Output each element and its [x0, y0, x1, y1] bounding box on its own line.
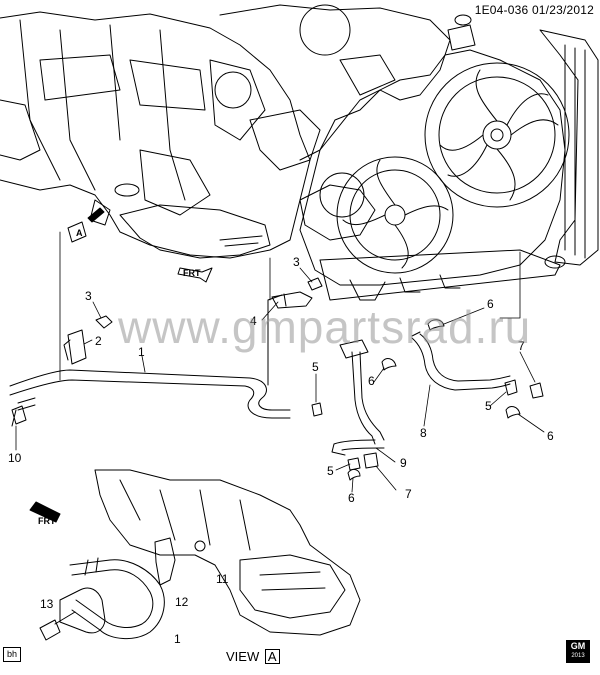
view-caption-ref: A	[264, 649, 280, 664]
corner-tag: bh	[3, 647, 21, 662]
clip-6-top	[427, 319, 445, 331]
callout-6-top: 6	[487, 297, 494, 311]
gm-logo: GM 2013	[566, 640, 590, 663]
fitting-7-bottom	[363, 452, 379, 469]
frt-label-lower: FRT	[38, 516, 56, 526]
fitting-5-right	[504, 379, 518, 396]
bracket-2	[63, 329, 87, 365]
diagram-date: 01/23/2012	[531, 3, 594, 17]
fitting-5-center	[311, 402, 323, 417]
clip-10	[11, 405, 27, 427]
view-a-arrow-label: A	[76, 228, 83, 238]
clip-6-bottom	[347, 468, 361, 481]
view-a-arrow	[67, 207, 105, 243]
callout-6-right: 6	[547, 429, 554, 443]
bolt-3-left	[95, 315, 113, 329]
bracket-4	[271, 291, 313, 309]
callout-6-mid: 6	[368, 374, 375, 388]
callout-4: 4	[250, 314, 257, 328]
callout-2: 2	[95, 334, 102, 348]
callout-8: 8	[420, 426, 427, 440]
callout-3-right: 3	[293, 255, 300, 269]
cooler-line-8	[411, 331, 511, 391]
frt-arrow-upper	[177, 267, 213, 283]
callout-5-center: 5	[312, 360, 319, 374]
gm-logo-sub: 2013	[571, 653, 585, 659]
callout-5-bottom: 5	[327, 464, 334, 478]
leader-lines	[15, 231, 545, 493]
watermark: www.gmpartsrad.ru	[118, 301, 532, 353]
callout-12: 12	[175, 595, 189, 609]
cooling-fan-shroud	[299, 14, 599, 301]
callout-10: 10	[8, 451, 22, 465]
callout-13: 13	[40, 597, 54, 611]
view-caption-text: VIEW	[226, 649, 260, 664]
detail-view-a	[39, 469, 361, 641]
callout-3-left: 3	[85, 289, 92, 303]
callout-1-lower: 1	[174, 632, 181, 646]
callout-5-right: 5	[485, 399, 492, 413]
callout-7-bottom: 7	[405, 487, 412, 501]
callout-7-right: 7	[518, 339, 525, 353]
fitting-5-bottom	[347, 457, 361, 471]
callout-6-bottom: 6	[348, 491, 355, 505]
callout-1-upper: 1	[138, 345, 145, 359]
callout-labels: 1 2 3 3 4 5 5 5 6 6 6 6 7 7 8 9 10 11 12…	[8, 228, 554, 646]
callout-9: 9	[400, 456, 407, 470]
view-caption: VIEW A	[226, 649, 280, 664]
engine-transmission-assembly	[0, 4, 451, 259]
fitting-7-right	[529, 382, 544, 399]
bolt-3-right	[307, 277, 323, 291]
frt-arrow-lower	[29, 501, 61, 523]
cooler-line-1	[9, 294, 291, 419]
callout-11: 11	[216, 572, 229, 586]
clip-6-mid	[381, 358, 397, 371]
diagram-header: 1E04-036 01/23/2012	[475, 3, 594, 17]
diagram-id: 1E04-036	[474, 3, 529, 17]
gm-logo-text: GM	[570, 641, 586, 651]
cooler-line-9	[331, 339, 385, 456]
frt-label-upper: FRT	[183, 268, 201, 278]
clip-6-right	[505, 406, 521, 419]
